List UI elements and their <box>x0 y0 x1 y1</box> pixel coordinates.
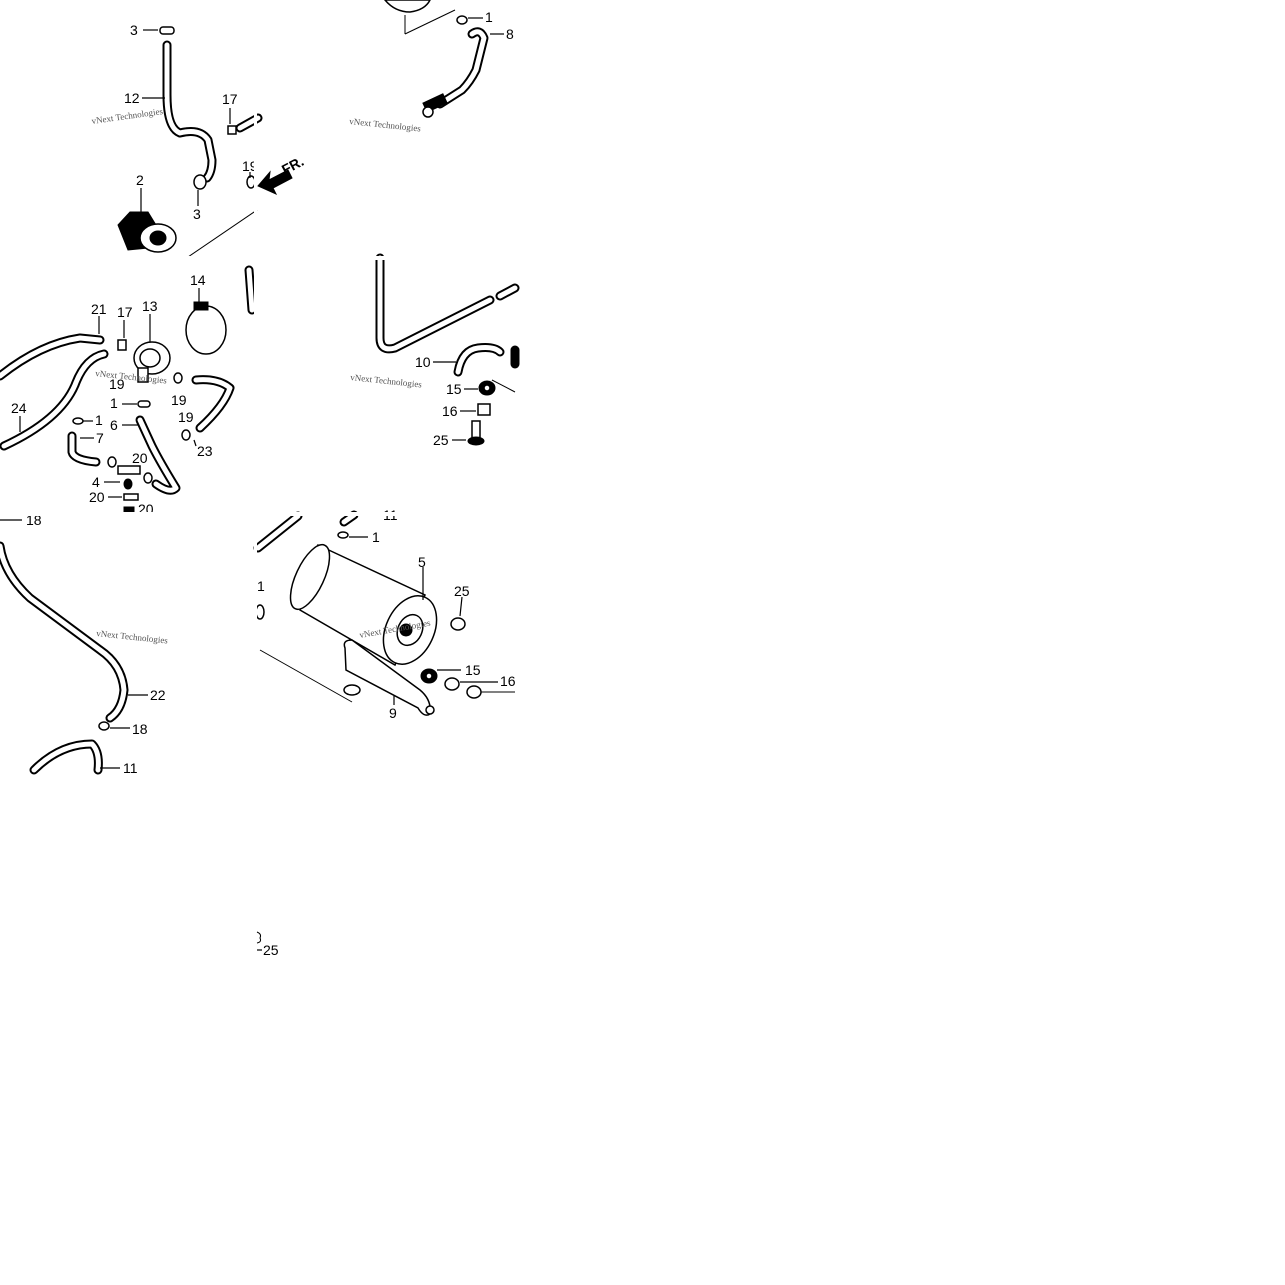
tile-top-right: 1 8 vNext Technologies <box>349 0 514 134</box>
canister-5 <box>289 543 438 667</box>
callout-15: 15 <box>465 662 481 678</box>
valve-13 <box>133 341 171 383</box>
callout-24: 24 <box>11 400 27 416</box>
callout-17: 17 <box>222 91 238 107</box>
clamp-3-top <box>159 26 175 35</box>
callout-19: 19 <box>178 409 194 425</box>
watermark: vNext Technologies <box>349 116 422 134</box>
tile-middle-right: 10 15 16 25 vNext Technologies <box>350 253 520 448</box>
callout-17: 17 <box>117 304 133 320</box>
hose-12 <box>162 40 217 183</box>
callout-18: 18 <box>132 721 148 737</box>
callout-23: 23 <box>197 443 213 459</box>
collar-16 <box>444 677 460 691</box>
clamp-3-lower <box>193 174 207 190</box>
clip-1 <box>456 15 468 25</box>
callout-8: 8 <box>506 26 514 42</box>
tile-middle-left: 14 21 17 13 19 19 24 1 1 6 19 7 23 20 4 … <box>0 265 257 517</box>
callout-10: 10 <box>415 354 431 370</box>
callout-16: 16 <box>500 673 516 689</box>
callout-5: 5 <box>418 554 426 570</box>
tile-bottom-right: 11 1 5 25 1 15 16 9 vNext Technologies <box>253 507 516 721</box>
bracket-9 <box>343 639 435 716</box>
callout-12: 12 <box>124 90 140 106</box>
callout-3: 3 <box>193 206 201 222</box>
bolt-25 <box>466 685 482 699</box>
clip-17 <box>227 125 237 135</box>
callout-25: 25 <box>454 583 470 599</box>
callout-25: 25 <box>433 432 449 448</box>
callout-1: 1 <box>257 578 265 594</box>
watermark: vNext Technologies <box>91 106 164 126</box>
watermark: vNext Technologies <box>96 628 169 646</box>
callout-14: 14 <box>190 272 206 288</box>
callout-1: 1 <box>110 395 118 411</box>
hose-long <box>375 253 495 354</box>
callout-4: 4 <box>92 474 100 490</box>
callout-22: 22 <box>150 687 166 703</box>
callout-6: 6 <box>110 417 118 433</box>
callout-1: 1 <box>372 529 380 545</box>
callout-16: 16 <box>442 403 458 419</box>
clamp-14 <box>185 301 227 355</box>
callout-19: 19 <box>242 158 258 174</box>
callout-19: 19 <box>171 392 187 408</box>
callout-25: 25 <box>263 942 279 958</box>
callout-9: 9 <box>389 705 397 721</box>
bolt-25 <box>467 420 485 446</box>
callout-1: 1 <box>95 412 103 428</box>
watermark: vNext Technologies <box>350 372 423 390</box>
callout-7: 7 <box>96 430 104 446</box>
tile-bottom-left: 18 22 18 11 vNext Technologies <box>0 512 169 776</box>
callout-19: 19 <box>109 376 125 392</box>
callout-11: 11 <box>123 760 138 776</box>
tile-top-left: 3 12 17 19 2 3 FR. vNext Technologies <box>91 22 306 258</box>
callout-2: 2 <box>136 172 144 188</box>
callout-20: 20 <box>89 489 105 505</box>
collar-16 <box>477 403 491 416</box>
clip-18 <box>98 721 110 731</box>
callout-13: 13 <box>142 298 158 314</box>
tile-fragment: 25 <box>256 931 279 958</box>
valve-2 <box>117 211 177 253</box>
clip-19 <box>246 175 256 189</box>
callout-21: 21 <box>91 301 107 317</box>
callout-3: 3 <box>130 22 138 38</box>
callout-20: 20 <box>132 450 148 466</box>
callout-1: 1 <box>485 9 493 25</box>
direction-arrow <box>257 169 293 196</box>
callout-15: 15 <box>446 381 462 397</box>
